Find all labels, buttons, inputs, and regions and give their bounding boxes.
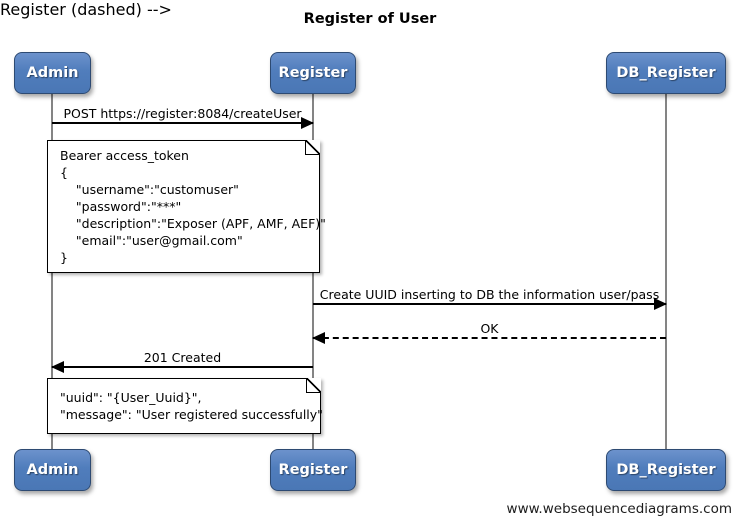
note-request-line: } xyxy=(60,250,68,265)
note-request-line: "description":"Exposer (APF, AMF, AEF)" xyxy=(60,216,326,231)
message-201-created-label: 201 Created xyxy=(143,350,222,365)
actor-db-register-top: DB_Register xyxy=(606,52,726,94)
note-request-line: "email":"user@gmail.com" xyxy=(60,233,243,248)
note-request-line: { xyxy=(60,165,68,180)
actor-db-register-label: DB_Register xyxy=(616,462,716,478)
note-request-line: Bearer access_token xyxy=(60,148,189,163)
note-request-line: "username":"customuser" xyxy=(60,182,239,197)
message-201-created-arrow xyxy=(51,361,313,373)
diagram-title: Register of User xyxy=(303,11,437,27)
lifeline-db-register xyxy=(665,94,667,449)
note-request-body: Bearer access_token { "username":"custom… xyxy=(47,140,326,273)
actor-register-label: Register xyxy=(278,462,348,478)
note-response-line: "message": "User registered successfully… xyxy=(60,407,323,422)
message-create-uuid-arrow xyxy=(313,298,667,310)
note-fold-corner xyxy=(306,378,321,393)
note-request-line: "password":"***" xyxy=(60,199,182,214)
message-201-created: 201 Created xyxy=(51,350,313,373)
note-response-line: "uuid": "{User_Uuid}", xyxy=(60,390,202,405)
message-post-createuser-arrow xyxy=(52,117,314,129)
message-post-createuser: POST https://register:8084/createUser xyxy=(52,106,314,129)
message-ok-arrow xyxy=(312,332,666,344)
actor-register-label: Register xyxy=(278,65,348,81)
note-response-body: "uuid": "{User_Uuid}", "message": "User … xyxy=(47,378,323,434)
actor-register-top: Register xyxy=(270,52,356,94)
actor-db-register-bottom: DB_Register xyxy=(606,449,726,491)
actor-admin-label: Admin xyxy=(26,462,79,478)
actor-db-register-label: DB_Register xyxy=(616,65,716,81)
message-create-uuid: Create UUID inserting to DB the informat… xyxy=(313,287,667,310)
actor-admin-label: Admin xyxy=(26,65,79,81)
actor-admin-bottom: Admin xyxy=(14,449,91,491)
message-ok-label: OK xyxy=(480,321,499,336)
message-post-createuser-label: POST https://register:8084/createUser xyxy=(63,106,302,121)
actor-register-bottom: Register xyxy=(270,449,356,491)
actor-admin-top: Admin xyxy=(14,52,91,94)
message-ok: OK xyxy=(312,321,666,344)
watermark: www.websequencediagrams.com xyxy=(506,501,732,517)
note-fold-corner xyxy=(305,140,320,155)
message-create-uuid-label: Create UUID inserting to DB the informat… xyxy=(319,287,660,302)
